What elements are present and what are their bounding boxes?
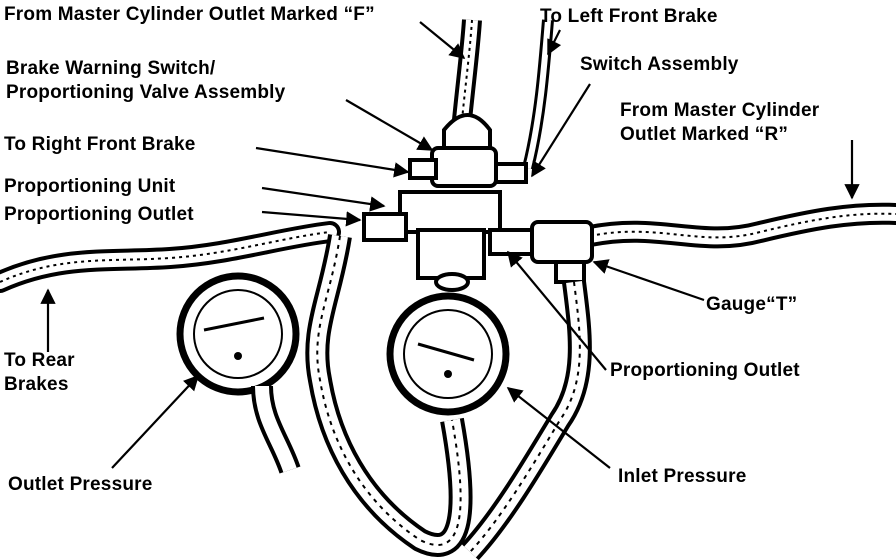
rear-brake-line [0,221,341,293]
label-proportioning-outlet-right: Proportioning Outlet [610,360,800,381]
label-to-rear-line2: Brakes [4,374,69,395]
master-cylinder-f-line [452,19,482,121]
inlet-pressure-gauge [386,292,510,416]
label-to-right-front: To Right Front Brake [4,134,196,155]
label-from-master-r-line2: Outlet Marked “R” [620,124,789,145]
label-from-master-r-line1: From Master Cylinder [620,100,820,121]
outlet-pressure-gauge [176,272,301,474]
valve-assembly [362,113,534,292]
label-gauge-t: Gauge“T” [706,294,798,315]
gauge-t-fitting [530,220,594,284]
label-switch-assembly: Switch Assembly [580,54,739,75]
label-outlet-pressure: Outlet Pressure [8,474,153,495]
label-proportioning-unit: Proportioning Unit [4,176,176,197]
label-brake-warning-line2: Proportioning Valve Assembly [6,82,286,103]
left-front-brake-line [522,19,554,170]
label-to-left-front: To Left Front Brake [540,6,718,27]
label-proportioning-outlet-left: Proportioning Outlet [4,204,194,225]
master-cylinder-r-line [579,202,896,249]
label-from-master-f: From Master Cylinder Outlet Marked “F” [4,4,375,25]
gauge-hoses [305,234,592,560]
leader-lines [40,21,860,469]
label-inlet-pressure: Inlet Pressure [618,466,747,487]
label-to-rear-line1: To Rear [4,350,75,371]
label-brake-warning-line1: Brake Warning Switch/ [6,58,216,79]
